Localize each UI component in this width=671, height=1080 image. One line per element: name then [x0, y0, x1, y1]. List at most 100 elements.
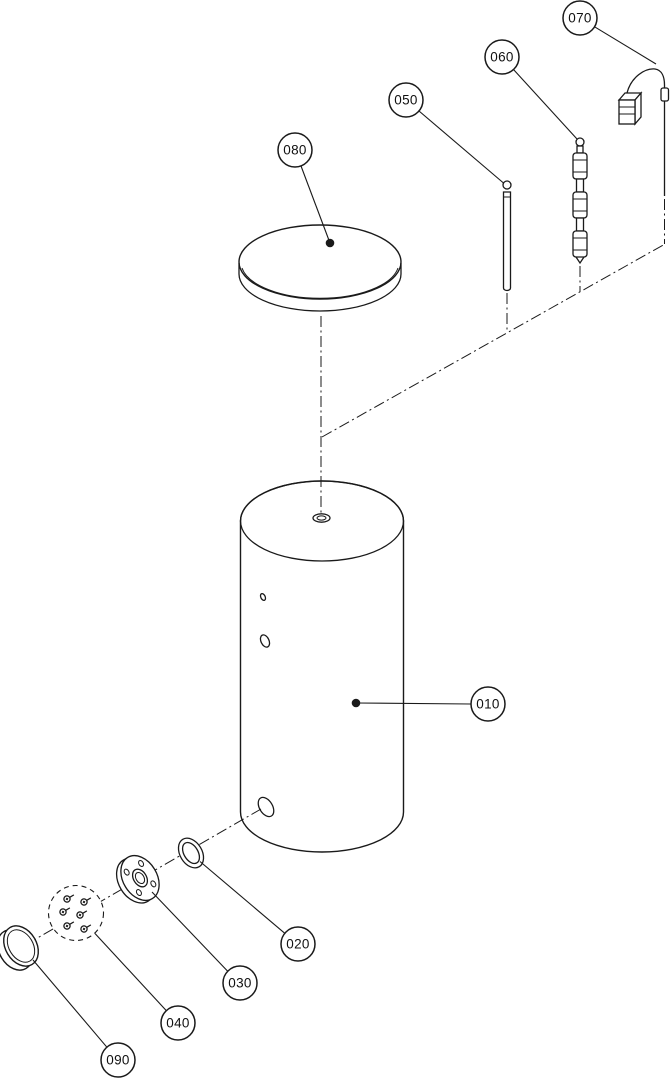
- screw-slot: [65, 924, 69, 928]
- screw: [59, 907, 71, 916]
- rod-060-end: [575, 256, 585, 265]
- tank-body: [239, 480, 405, 853]
- callout-010: 010: [470, 686, 506, 722]
- bolt-hole: [123, 868, 130, 876]
- callout-020-circle: [280, 926, 316, 962]
- flange-030: [115, 854, 160, 904]
- screw-shank: [69, 894, 75, 899]
- cap-face-inner: [6, 929, 36, 963]
- o-ring-020: [177, 837, 205, 869]
- sensor-plug-front: [618, 99, 636, 125]
- tank-side-hole-small: [259, 592, 267, 602]
- callout-020: 020: [280, 926, 316, 962]
- callout-040-label: 040: [166, 1016, 189, 1031]
- callout-020-label: 020: [286, 937, 309, 952]
- anode-rod-050: [502, 180, 512, 292]
- sensor-cable: [626, 68, 666, 196]
- bolt-hole: [135, 889, 142, 896]
- leader-lines: [32, 26, 657, 1048]
- callout-060-label: 060: [490, 50, 513, 65]
- callout-070-label: 070: [568, 11, 591, 26]
- bolt-hole: [150, 880, 157, 888]
- o-ring-inner: [181, 841, 201, 865]
- tank-top-opening: [312, 513, 331, 523]
- callout-030-label: 030: [228, 976, 251, 991]
- cover-face: [238, 224, 402, 300]
- tank-side-hole: [259, 634, 271, 648]
- rod-050-shaft: [502, 191, 512, 292]
- leader-030: [151, 891, 229, 972]
- screw-slot: [78, 913, 82, 917]
- leader-090: [32, 959, 108, 1048]
- segmented-rod-060: [572, 137, 588, 265]
- cover-rim: [238, 263, 402, 312]
- cap-face: [3, 925, 39, 967]
- tank-port: [257, 796, 275, 818]
- screw: [63, 921, 75, 930]
- callout-070-circle: [562, 0, 598, 36]
- callout-030: 030: [222, 965, 258, 1001]
- screw: [63, 894, 75, 903]
- leader-070: [594, 26, 657, 65]
- flange-details: [123, 860, 157, 896]
- callout-080-circle: [277, 132, 313, 168]
- leader-020: [199, 861, 286, 934]
- axis-diagonal: [321, 243, 666, 438]
- callout-030-circle: [222, 965, 258, 1001]
- tank-top-rim: [239, 480, 405, 562]
- screw-slot: [65, 897, 69, 901]
- rod-060-neck: [576, 145, 584, 154]
- cable-fitting: [660, 87, 670, 102]
- screw: [76, 910, 88, 919]
- callout-060-circle: [484, 39, 520, 75]
- screw-slot: [61, 910, 65, 914]
- screw-slot: [82, 927, 86, 931]
- callout-080-label: 080: [283, 143, 306, 158]
- screw: [80, 924, 92, 933]
- rod-060-segment: [572, 230, 588, 258]
- callout-040: 040: [160, 1005, 196, 1041]
- callout-010-circle: [470, 686, 506, 722]
- callout-010-label: 010: [476, 697, 499, 712]
- rod-060-connector: [575, 217, 585, 232]
- callout-090-label: 090: [106, 1053, 129, 1068]
- callout-090-circle: [100, 1042, 136, 1078]
- callout-080: 080: [277, 132, 313, 168]
- rod-050-tip: [502, 180, 512, 190]
- callout-050-circle: [388, 82, 424, 118]
- leader-040: [94, 933, 167, 1011]
- flange-bore-inner: [134, 871, 146, 885]
- rod-060-segment: [572, 152, 588, 180]
- callout-050-label: 050: [394, 93, 417, 108]
- screw-shank: [86, 924, 92, 929]
- bolt-hole: [138, 860, 145, 867]
- callout-090: 090: [100, 1042, 136, 1078]
- callout-050: 050: [388, 82, 424, 118]
- end-cap-090: [0, 925, 39, 971]
- screw-slot: [82, 900, 86, 904]
- screw-shank: [69, 921, 75, 926]
- callout-040-circle: [160, 1005, 196, 1041]
- leader-010: [355, 702, 471, 705]
- screw-shank: [82, 910, 88, 915]
- leader-060: [513, 69, 578, 140]
- rod-060-tip: [575, 137, 585, 147]
- callout-070: 070: [562, 0, 598, 36]
- tank-top-opening-inner: [316, 515, 327, 521]
- screw-shank: [86, 897, 92, 902]
- callout-060: 060: [484, 39, 520, 75]
- leader-080: [300, 165, 331, 244]
- leader-050: [418, 110, 504, 184]
- screw-shank: [65, 907, 71, 912]
- sensor-070: [617, 68, 670, 196]
- rod-060-segment: [572, 191, 588, 219]
- tank-outline: [239, 480, 405, 853]
- top-cover: [238, 224, 402, 312]
- callouts: 010 020 030 040 050 060 070 080: [100, 0, 598, 1078]
- cover-rim-inner: [241, 267, 399, 299]
- rod-060-connector: [575, 178, 585, 193]
- screw-group-circle: [47, 884, 105, 942]
- screw-set-040: [47, 884, 105, 942]
